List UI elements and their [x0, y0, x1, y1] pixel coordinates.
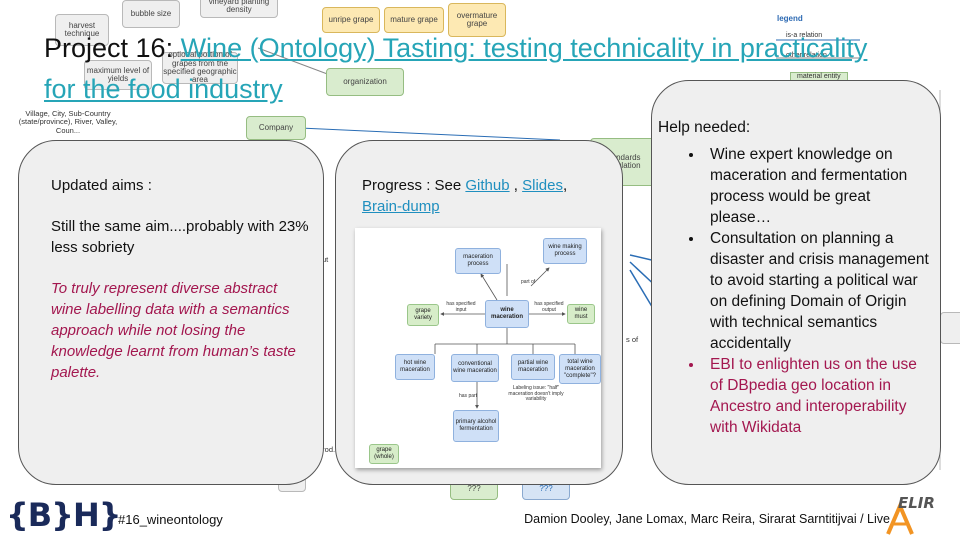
bg-node-vineyard-planting-density: vineyard planting density: [200, 0, 278, 18]
title-prefix: Project 16:: [44, 33, 181, 63]
node-grape-variety: grape variety: [407, 304, 439, 326]
node-total-wine-maceration: total wine maceration "complete"?: [559, 354, 601, 384]
node-wine-must: wine must: [567, 304, 595, 324]
help-item: Wine expert knowledge on maceration and …: [704, 144, 932, 228]
elixir-logo-icon: ELIR: [886, 494, 935, 535]
aims-heading: Updated aims :: [51, 177, 152, 194]
maceration-diagram-edges: [434, 264, 576, 409]
node-conventional-wine-maceration: conventional wine maceration: [451, 354, 499, 382]
label-has-specified-input: has specified input: [446, 301, 476, 313]
aims-text: Still the same aim....probably with 23% …: [51, 218, 309, 256]
bg-text-s-of: s of: [626, 335, 639, 344]
node-wine-making-process: wine making process: [543, 238, 587, 264]
node-maceration-process: maceration process: [455, 248, 501, 274]
github-link[interactable]: Github: [465, 177, 510, 194]
node-partial-wine-maceration: partial wine maceration: [511, 354, 555, 380]
bg-node-maximum-level-of-yields: maximum level of yields: [84, 60, 152, 90]
legend-is-a: is-a relation: [786, 32, 823, 39]
elixir-logo: ELIR: [878, 490, 948, 536]
bg-node-unripe-grape: unripe grape: [322, 7, 380, 33]
label-part-of: part of: [521, 279, 536, 285]
hashtag: #16_wineontology: [118, 512, 223, 527]
progress-text: Progress : See Github , Slides, Brain-du…: [362, 175, 612, 217]
slide-title: Project 16: Wine (Ontology) Tasting: tes…: [44, 28, 884, 110]
help-heading: Help needed:: [658, 119, 751, 136]
bg-text-prod: prod...: [318, 445, 340, 454]
bg-node-optional-portion: optional portion of grapes from the spec…: [162, 50, 238, 85]
legend-title: legend: [777, 14, 803, 23]
label-has-specified-output: has specified output: [534, 301, 564, 313]
bg-node-right-edge: [940, 312, 960, 344]
bg-node-bubble-size: bubble size: [122, 0, 180, 28]
title-link[interactable]: Wine (Ontology) Tasting: testing technic…: [44, 33, 868, 104]
bh-logo: {B}H}: [6, 496, 122, 534]
maceration-diagram: wine making process maceration process w…: [355, 228, 601, 468]
bg-node-overmature-grape: overmature grape: [448, 3, 506, 37]
bg-node-harvest-technique: harvest technique: [55, 14, 109, 46]
node-primary-alcohol-fermentation: primary alcohol fermentation: [453, 410, 499, 442]
aims-panel: Updated aims : Still the same aim....pro…: [18, 140, 324, 485]
help-panel: Help needed: Wine expert knowledge on ma…: [651, 80, 941, 485]
svg-text:ELIR: ELIR: [898, 494, 935, 512]
slides-link[interactable]: Slides: [522, 177, 563, 194]
bg-node-organization: organization: [326, 68, 404, 96]
bg-node-mature-grape: mature grape: [384, 7, 444, 33]
authors: Damion Dooley, Jane Lomax, Marc Reira, S…: [524, 512, 890, 526]
bg-node-company: Company: [246, 116, 306, 140]
label-has-part: has part: [459, 393, 478, 399]
node-grape-whole: grape (whole): [369, 444, 399, 464]
help-item: Consultation on planning a disaster and …: [704, 228, 932, 354]
node-hot-wine-maceration: hot wine maceration: [395, 354, 435, 380]
progress-separator: ,: [509, 177, 523, 194]
label-labeling-issue: Labeling issue: "half" maceration doesn'…: [508, 385, 564, 402]
help-item-highlight: EBI to enlighten us on the use of DBpedi…: [704, 354, 932, 438]
progress-prefix: Progress : See: [362, 177, 466, 194]
bg-text-village: Village, City, Sub-Country (state/provin…: [18, 109, 118, 135]
aims-highlight: To truly represent diverse abstract wine…: [51, 280, 296, 381]
brain-dump-link[interactable]: Brain-dump: [362, 198, 440, 215]
node-wine-maceration: wine maceration: [485, 300, 529, 328]
progress-comma: ,: [562, 177, 568, 194]
legend-other-relation: other relation: [786, 52, 827, 59]
help-list: Wine expert knowledge on maceration and …: [658, 144, 932, 438]
